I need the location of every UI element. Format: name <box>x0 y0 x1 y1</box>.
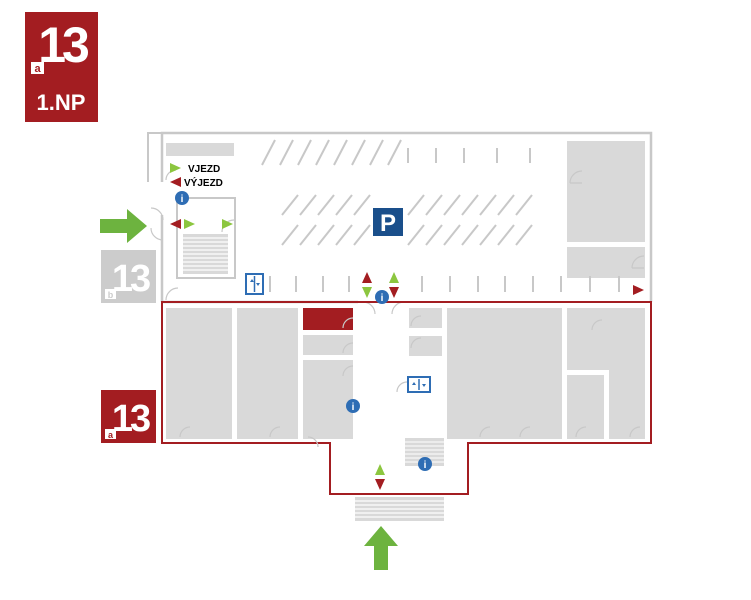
entrance-arrow-bottom-icon <box>364 526 398 570</box>
traffic-arrows <box>170 219 644 490</box>
entry-arrow-icon <box>170 163 181 173</box>
elevator-icon-lower <box>407 376 431 393</box>
exit-arrow-icon <box>170 177 181 187</box>
info-icons: i i i i <box>175 191 432 471</box>
stairs-block-top <box>176 197 236 279</box>
parking-area: P <box>147 131 653 315</box>
highlighted-room <box>303 308 353 330</box>
building-a-badge: 13 a <box>101 390 156 443</box>
svg-text:i: i <box>181 194 184 205</box>
parking-label: P <box>380 210 396 237</box>
building-a-number: 13 <box>112 398 150 440</box>
info-icon: i <box>418 457 432 471</box>
floor-label: 1.NP <box>37 90 86 115</box>
building-a-floor <box>161 301 652 521</box>
building-b-badge: 13 b <box>101 250 156 303</box>
info-icon: i <box>175 191 189 205</box>
svg-text:i: i <box>424 460 427 471</box>
traffic-legend: VJEZD VÝJEZD <box>170 163 223 189</box>
parking-sign <box>373 208 403 236</box>
floor-badge: 13 a 1.NP <box>25 12 98 122</box>
building-a-letter: a <box>108 430 114 440</box>
entrance-steps <box>355 497 444 521</box>
entrance-arrow-left-icon <box>100 209 147 243</box>
badge-letter: a <box>34 63 41 75</box>
building-b-letter: b <box>108 290 114 300</box>
parking-spaces <box>261 139 620 292</box>
info-icon: i <box>346 399 360 413</box>
svg-text:i: i <box>352 402 355 413</box>
legend-exit-label: VÝJEZD <box>184 176 223 189</box>
building-b-number: 13 <box>112 258 150 300</box>
elevator-icon <box>245 273 264 295</box>
badge-number: 13 <box>38 17 88 73</box>
info-icon: i <box>375 290 389 304</box>
legend-entry-label: VJEZD <box>188 164 220 175</box>
svg-text:i: i <box>381 293 384 304</box>
